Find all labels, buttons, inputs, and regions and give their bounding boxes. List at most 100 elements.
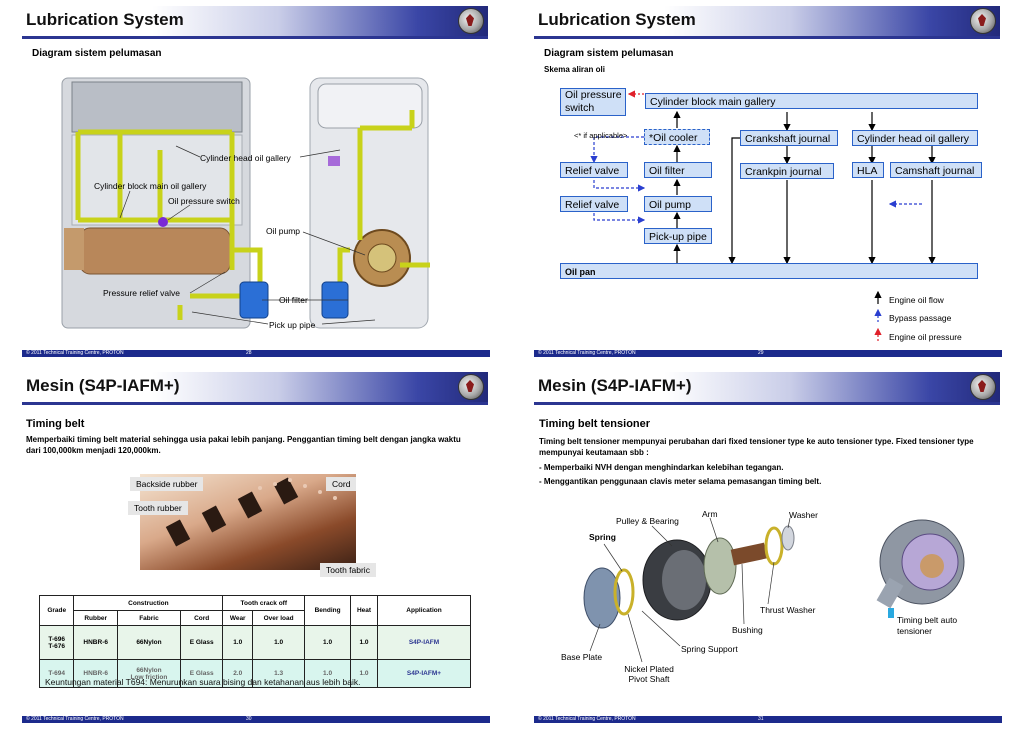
slide-footer: © 2011 Technical Training Centre, PROTON… xyxy=(534,716,1002,723)
cell-fabric: 66Nylon xyxy=(116,625,181,660)
bullet-1: - Memperbaiki NVH dengan menghindarkan k… xyxy=(539,463,784,472)
footer-page-number: 28 xyxy=(246,350,252,356)
box-oil-filter: Oil filter xyxy=(644,162,712,178)
slide-subtitle: Timing belt tensioner xyxy=(539,418,651,430)
th-cord: Cord xyxy=(179,610,224,626)
slide-title: Lubrication System xyxy=(26,10,184,29)
cell-grade: T-694 xyxy=(38,659,75,688)
footer-copyright: © 2011 Technical Training Centre, PROTON xyxy=(538,716,636,722)
callout-tooth-rubber: Tooth rubber xyxy=(128,501,188,515)
slide-body: Memperbaiki timing belt material sehingg… xyxy=(26,435,461,455)
slide-header: Lubrication System xyxy=(534,6,1000,39)
tensioner-exploded-view xyxy=(583,517,965,663)
slide-header: Lubrication System xyxy=(22,6,488,39)
slide-footer: © 2011 Technical Training Centre, PROTON… xyxy=(22,350,490,357)
slide-timing-belt: Mesin (S4P-IAFM+) Timing belt Memperbaik… xyxy=(0,366,512,732)
slide-footer: © 2011 Technical Training Centre, PROTON… xyxy=(534,350,1002,357)
label-spring-support: Spring Support xyxy=(681,644,738,654)
cell-bending: 1.0 xyxy=(304,625,351,660)
label-cylinder-head-oil-gallery: Cylinder head oil gallery xyxy=(200,153,291,163)
legend-engine-oil-pressure: Engine oil pressure xyxy=(889,332,962,342)
bullet-2: - Menggantikan penggunaan clavis meter s… xyxy=(539,477,822,486)
box-crankpin-journal: Crankpin journal xyxy=(740,163,834,179)
label-spring: Spring xyxy=(589,532,616,542)
cell-fabric: 66Nylon Low friction xyxy=(116,659,181,688)
legend-bypass-passage: Bypass passage xyxy=(889,313,952,323)
label-arm: Arm xyxy=(702,509,718,519)
flow-arrows xyxy=(590,90,936,341)
proton-logo-icon xyxy=(970,374,996,400)
label-pressure-relief-valve: Pressure relief valve xyxy=(103,288,181,298)
slide-subtitle: Diagram sistem pelumasan xyxy=(32,48,162,59)
label-oil-filter: Oil filter xyxy=(279,295,308,305)
th-bending: Bending xyxy=(304,595,351,626)
legend-engine-oil-flow: Engine oil flow xyxy=(889,295,944,305)
label-oil-pressure-switch: Oil pressure switch xyxy=(168,196,240,206)
label-thrust-washer: Thrust Washer xyxy=(760,605,816,615)
cell-application: S4P-IAFM xyxy=(377,625,471,660)
belt-spec-table: Grade Construction Tooth crack off Bendi… xyxy=(38,595,471,688)
label-cylinder-block-main-oil-gallery: Cylinder block main oil gallery xyxy=(94,181,207,191)
box-relief-valve-1: Relief valve xyxy=(560,162,628,178)
th-construction: Construction xyxy=(73,595,224,611)
cell-heat: 1.0 xyxy=(349,625,379,660)
proton-logo-icon xyxy=(458,8,484,34)
footer-copyright: © 2011 Technical Training Centre, PROTON xyxy=(26,716,124,722)
cell-over-load: 1.3 xyxy=(252,659,306,688)
cell-cord: E Glass xyxy=(179,625,224,660)
slide-title: Lubrication System xyxy=(538,10,696,29)
footer-copyright: © 2011 Technical Training Centre, PROTON xyxy=(26,350,124,356)
label-pulley-bearing: Pulley & Bearing xyxy=(616,516,679,526)
box-relief-valve-2: Relief valve xyxy=(560,196,628,212)
th-heat: Heat xyxy=(349,595,379,626)
proton-logo-icon xyxy=(970,8,996,34)
cell-rubber: HNBR-6 xyxy=(73,625,118,660)
box-camshaft-journal: Camshaft journal xyxy=(890,162,982,178)
slide-body: Timing belt tensioner mempunyai perubaha… xyxy=(539,437,974,457)
engine-illustration xyxy=(61,77,430,329)
cell-cord: E Glass xyxy=(179,659,224,688)
cell-rubber: HNBR-6 xyxy=(73,659,118,688)
footer-page-number: 30 xyxy=(246,716,252,722)
th-over-load: Over load xyxy=(252,610,306,626)
cell-bending: 1.0 xyxy=(304,659,351,688)
slide-header: Mesin (S4P-IAFM+) xyxy=(22,372,488,405)
box-pick-up-pipe: Pick-up pipe xyxy=(644,228,712,244)
note-if-applicable: <* if applicable> xyxy=(574,131,628,140)
cell-grade: T-696 T-676 xyxy=(38,625,75,660)
slide-subtitle: Timing belt xyxy=(26,418,85,430)
cell-heat: 1.0 xyxy=(349,659,379,688)
th-wear: Wear xyxy=(222,610,254,626)
box-oil-cooler: *Oil cooler xyxy=(644,129,710,145)
box-hla: HLA xyxy=(852,162,884,178)
slide-subtitle: Diagram sistem pelumasan xyxy=(544,48,674,59)
label-pick-up-pipe: Pick up pipe xyxy=(269,320,316,330)
slide-title: Mesin (S4P-IAFM+) xyxy=(26,376,180,395)
proton-logo-icon xyxy=(458,374,484,400)
slide-lubrication-diagram: Lubrication System Diagram sistem peluma… xyxy=(0,0,512,366)
label-timing-belt-auto-tensioner: Timing belt auto tensioner xyxy=(897,615,958,636)
footer-page-number: 31 xyxy=(758,716,764,722)
cell-wear: 1.0 xyxy=(222,625,254,660)
footer-copyright: © 2011 Technical Training Centre, PROTON xyxy=(538,350,636,356)
label-base-plate: Base Plate xyxy=(561,652,603,662)
box-oil-pressure-switch: Oil pressure switch xyxy=(560,88,626,116)
callout-cord: Cord xyxy=(326,477,357,491)
slide-header: Mesin (S4P-IAFM+) xyxy=(534,372,1000,405)
slide-title: Mesin (S4P-IAFM+) xyxy=(538,376,692,395)
slide-oil-flow-schema: Lubrication System Diagram sistem peluma… xyxy=(512,0,1024,366)
cell-wear: 2.0 xyxy=(222,659,254,688)
box-crankshaft-journal: Crankshaft journal xyxy=(740,130,838,146)
cell-application: S4P-IAFM+ xyxy=(377,659,471,688)
th-fabric: Fabric xyxy=(116,610,181,626)
label-nickel-plated-pivot-shaft: Nickel Plated Pivot Shaft xyxy=(624,664,674,684)
th-grade: Grade xyxy=(38,595,75,626)
th-rubber: Rubber xyxy=(73,610,118,626)
cell-over-load: 1.0 xyxy=(252,625,306,660)
slide-timing-belt-tensioner: Mesin (S4P-IAFM+) Timing belt tensioner … xyxy=(512,366,1024,732)
box-oil-pump: Oil pump xyxy=(644,196,712,212)
callout-tooth-fabric: Tooth fabric xyxy=(320,563,376,577)
th-tooth-crack-off: Tooth crack off xyxy=(222,595,306,611)
slide-subtitle-2: Skema aliran oli xyxy=(544,65,605,74)
box-oil-pan: Oil pan xyxy=(560,263,978,279)
